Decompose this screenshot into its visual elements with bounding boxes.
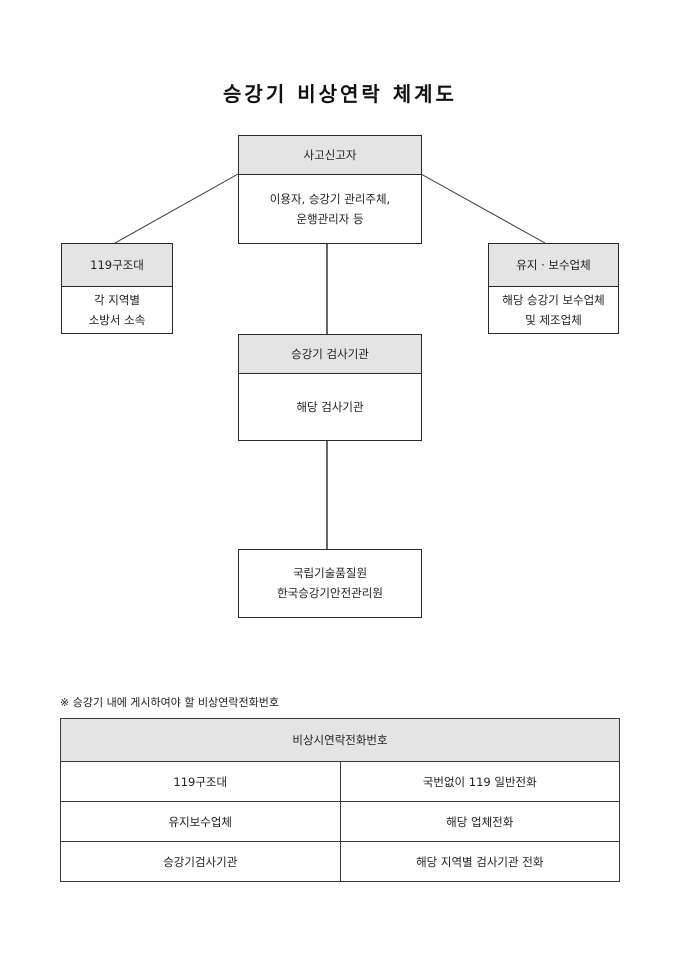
node-fire-rescue-line: 각 지역별 xyxy=(94,292,140,307)
node-inspection-body: 해당 검사기관 xyxy=(239,374,421,439)
contact-name: 119구조대 xyxy=(60,761,341,802)
node-maintenance-body: 해당 승강기 보수업체 및 제조업체 xyxy=(489,287,618,332)
node-fire-rescue-body: 각 지역별 소방서 소속 xyxy=(62,287,172,332)
node-maintenance-line: 및 제조업체 xyxy=(525,312,582,327)
phone-table-header-row: 비상시연락전화번호 xyxy=(60,718,620,762)
node-fire-rescue-header: 119구조대 xyxy=(62,244,172,287)
table-row: 승강기검사기관 해당 지역별 검사기관 전화 xyxy=(60,841,620,882)
node-inspection-header: 승강기 검사기관 xyxy=(239,335,421,374)
node-agencies-line: 한국승강기안전관리원 xyxy=(277,586,383,600)
connector-reporter-to-119 xyxy=(114,173,239,244)
table-row: 유지보수업체 해당 업체전화 xyxy=(60,801,620,842)
page-title: 승강기 비상연락 체계도 xyxy=(223,82,457,106)
contact-number: 국번없이 119 일반전화 xyxy=(339,761,620,802)
contact-number: 해당 업체전화 xyxy=(339,801,620,842)
connector-reporter-to-maintenance xyxy=(420,173,546,244)
node-reporter-line: 이용자, 승강기 관리주체, xyxy=(269,191,391,206)
node-inspection: 승강기 검사기관 해당 검사기관 xyxy=(238,334,422,441)
contact-number: 해당 지역별 검사기관 전화 xyxy=(339,841,620,882)
node-inspection-line: 해당 검사기관 xyxy=(296,399,364,414)
node-agencies: 국립기술품질원 한국승강기안전관리원 xyxy=(238,549,422,618)
node-maintenance-header: 유지 · 보수업체 xyxy=(489,244,618,287)
node-fire-rescue-line: 소방서 소속 xyxy=(88,312,146,327)
node-reporter-line: 운행관리자 등 xyxy=(296,211,364,226)
node-maintenance: 유지 · 보수업체 해당 승강기 보수업체 및 제조업체 xyxy=(488,243,619,334)
node-maintenance-line: 해당 승강기 보수업체 xyxy=(502,292,605,307)
node-agencies-line: 국립기술품질원 xyxy=(292,566,368,580)
contact-name: 유지보수업체 xyxy=(60,801,341,842)
table-row: 119구조대 국번없이 119 일반전화 xyxy=(60,761,620,802)
phone-table: 비상시연락전화번호 119구조대 국번없이 119 일반전화 유지보수업체 해당… xyxy=(60,718,620,882)
node-agencies-body: 국립기술품질원 한국승강기안전관리원 xyxy=(239,550,421,616)
phone-note: ※ 승강기 내에 게시하여야 할 비상연락전화번호 xyxy=(60,696,279,709)
contact-name: 승강기검사기관 xyxy=(60,841,341,882)
node-reporter-header: 사고신고자 xyxy=(239,136,421,175)
phone-table-header: 비상시연락전화번호 xyxy=(60,718,620,762)
node-reporter-body: 이용자, 승강기 관리주체, 운행관리자 등 xyxy=(239,175,421,242)
node-fire-rescue: 119구조대 각 지역별 소방서 소속 xyxy=(61,243,173,334)
node-reporter: 사고신고자 이용자, 승강기 관리주체, 운행관리자 등 xyxy=(238,135,422,244)
